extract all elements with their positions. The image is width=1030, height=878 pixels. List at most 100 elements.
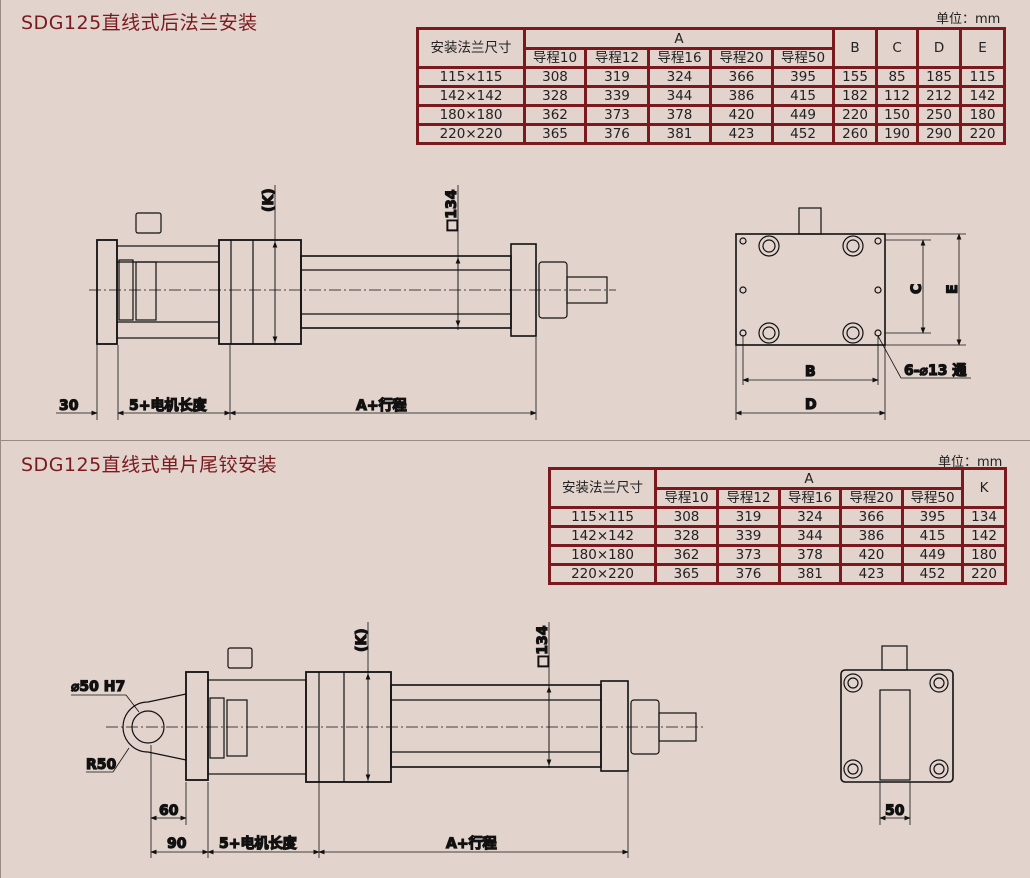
dim-cell: 112	[875, 85, 920, 107]
dim-cell: 182	[832, 85, 879, 107]
size-cell: 115×115	[548, 506, 657, 528]
lead-header: 导程12	[716, 487, 781, 509]
a-cell: 452	[900, 563, 965, 585]
dim-cell: 142	[959, 85, 1007, 107]
dim-cell: 220	[832, 104, 879, 126]
dim-motor-length-2: 5+电机长度	[219, 835, 297, 852]
dim-cell: 185	[916, 66, 963, 88]
a-cell: 381	[647, 123, 712, 145]
dim-d: D	[805, 397, 817, 413]
a-cell: 381	[778, 563, 842, 585]
rear-flange-front-view	[735, 207, 971, 420]
dim-b: B	[805, 364, 816, 380]
dim-cell: 155	[832, 66, 879, 88]
dim-30: 30	[59, 398, 79, 414]
a-cell: 308	[654, 506, 719, 528]
a-cell: 319	[716, 506, 781, 528]
lead-header: 导程50	[770, 47, 836, 69]
size-cell: 180×180	[548, 544, 657, 566]
dim-k-2: (K)	[354, 628, 370, 652]
size-cell: 115×115	[416, 66, 526, 88]
a-cell: 423	[709, 123, 774, 145]
a-cell: 373	[716, 544, 781, 566]
lead-header: 导程12	[584, 47, 650, 69]
a-cell: 378	[647, 104, 712, 126]
dim-50: 50	[885, 803, 905, 819]
dim-90: 90	[167, 836, 187, 852]
lead-header: 导程16	[778, 487, 842, 509]
column-header: E	[959, 27, 1007, 69]
dim-134-2: □134	[535, 625, 551, 668]
a-cell: 339	[716, 525, 781, 547]
a-cell: 362	[523, 104, 587, 126]
pin-diameter: ⌀50 H7	[71, 679, 125, 695]
dim-134: □134	[444, 189, 460, 232]
a-cell: 386	[839, 525, 904, 547]
a-cell: 415	[900, 525, 965, 547]
clevis-radius: R50	[86, 757, 117, 773]
lead-header: 导程10	[654, 487, 719, 509]
single-clevis-side-view	[71, 622, 706, 858]
dim-cell: 150	[875, 104, 920, 126]
lead-header: 导程20	[709, 47, 774, 69]
lead-header: 导程20	[839, 487, 904, 509]
dim-cell: 212	[916, 85, 963, 107]
section2-unit: 单位：mm	[938, 455, 1003, 470]
a-cell: 308	[523, 66, 587, 88]
rear-flange-side-view	[56, 185, 616, 420]
size-header: 安装法兰尺寸	[548, 467, 657, 509]
dim-e: E	[945, 284, 961, 294]
size-header: 安装法兰尺寸	[416, 27, 526, 69]
size-cell: 220×220	[548, 563, 657, 585]
a-cell: 423	[839, 563, 904, 585]
single-clevis-front-view	[840, 645, 954, 825]
size-cell: 220×220	[416, 123, 526, 145]
a-cell: 366	[709, 66, 774, 88]
column-header: C	[875, 27, 920, 69]
size-cell: 142×142	[416, 85, 526, 107]
a-cell: 420	[839, 544, 904, 566]
size-cell: 180×180	[416, 104, 526, 126]
lead-header: 导程16	[647, 47, 712, 69]
hole-note: 6-⌀13 通	[904, 363, 966, 379]
dim-cell: 134	[961, 506, 1008, 528]
dim-cell: 115	[959, 66, 1007, 88]
dim-cell: 190	[875, 123, 920, 145]
section1-title: SDG125直线式后法兰安装	[21, 12, 258, 34]
dim-cell: 220	[959, 123, 1007, 145]
dim-cell: 290	[916, 123, 963, 145]
a-cell: 319	[584, 66, 650, 88]
dim-stroke: A+行程	[356, 397, 407, 414]
lead-header: 导程50	[900, 487, 965, 509]
dim-motor-length: 5+电机长度	[129, 397, 207, 414]
dim-cell: 260	[832, 123, 879, 145]
a-cell: 344	[778, 525, 842, 547]
column-header: B	[832, 27, 879, 69]
a-cell: 449	[900, 544, 965, 566]
a-cell: 452	[770, 123, 836, 145]
a-cell: 339	[584, 85, 650, 107]
dim-k: (K)	[261, 188, 277, 212]
a-cell: 395	[900, 506, 965, 528]
dim-cell: 142	[961, 525, 1008, 547]
dim-60: 60	[159, 803, 179, 819]
column-header: D	[916, 27, 963, 69]
a-cell: 449	[770, 104, 836, 126]
section-divider	[1, 440, 1030, 441]
a-cell: 376	[716, 563, 781, 585]
dim-stroke-2: A+行程	[446, 835, 497, 852]
lead-group-header: A	[522, 27, 836, 50]
a-cell: 386	[709, 85, 774, 107]
a-cell: 365	[523, 123, 587, 145]
a-cell: 328	[523, 85, 587, 107]
a-cell: 324	[778, 506, 842, 528]
